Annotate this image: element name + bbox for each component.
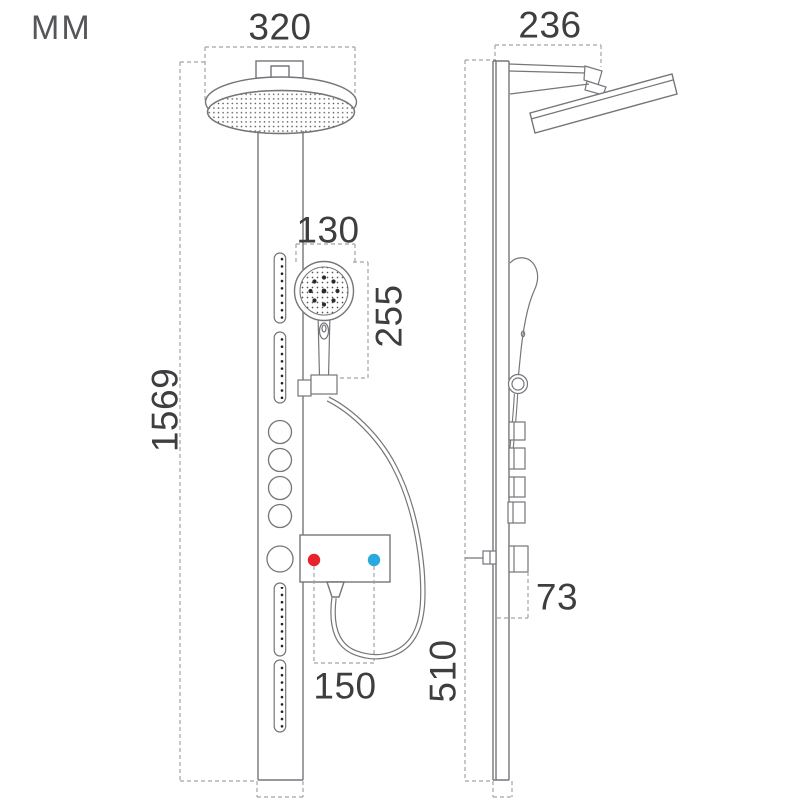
head-width-extent [204, 46, 356, 103]
dim-outlet-spacing: 150 [313, 665, 377, 707]
dim-hand-shower-width: 130 [296, 209, 360, 251]
front-view [179, 46, 426, 798]
side-height-extent [464, 59, 496, 782]
dim-mixer-depth: 73 [535, 576, 579, 618]
side-dashed-extents [464, 44, 602, 798]
total-height-extent [179, 61, 257, 782]
panel-profile [492, 60, 510, 781]
dim-head-width: 320 [248, 6, 312, 48]
hot-water-indicator [307, 553, 321, 567]
hand-shower-width-extent [295, 243, 356, 262]
button-profiles [507, 421, 526, 524]
base-extent-side [492, 781, 513, 798]
function-button-1 [267, 419, 293, 445]
mixer-box-profile [465, 545, 529, 573]
body-jet-slot-1 [273, 252, 287, 324]
dim-mixer-to-base: 510 [422, 639, 464, 703]
hand-shower-drop-extent [333, 261, 369, 379]
ceiling-bracket [255, 60, 304, 79]
hand-shower-head [293, 260, 355, 322]
mixer-box [299, 534, 391, 583]
overhead-shower-profile [508, 63, 678, 134]
cold-water-indicator [367, 553, 381, 567]
overhead-shower-head [204, 76, 358, 135]
function-button-3 [267, 475, 293, 501]
body-jet-slot-2 [273, 331, 287, 404]
side-view [464, 44, 678, 798]
mixer-depth-extent [497, 572, 529, 619]
unit-label: MM [31, 9, 92, 47]
hose-nozzle [326, 581, 345, 598]
function-button-4 [267, 503, 293, 529]
dim-total-height: 1569 [144, 367, 186, 453]
function-buttons [266, 419, 294, 573]
dim-hand-shower-drop: 255 [368, 284, 410, 348]
hand-shower-jets [308, 275, 340, 307]
body-jet-slot-4 [273, 659, 287, 733]
shower-column [257, 131, 304, 781]
hand-shower-profile [509, 257, 539, 387]
body-jet-slot-3 [273, 582, 287, 657]
outlet-spacing-extent [313, 566, 375, 664]
shower-hose [326, 396, 426, 660]
function-button-2 [267, 447, 293, 473]
holder-ring-profile [507, 373, 529, 395]
diverter-knob [266, 545, 294, 573]
hand-shower-handle [317, 313, 331, 378]
base-extent-front [256, 781, 304, 798]
hand-shower-holder [297, 374, 338, 397]
dim-side-depth: 236 [518, 4, 582, 46]
front-dashed-extents [179, 46, 369, 798]
side-depth-extent [494, 44, 602, 67]
